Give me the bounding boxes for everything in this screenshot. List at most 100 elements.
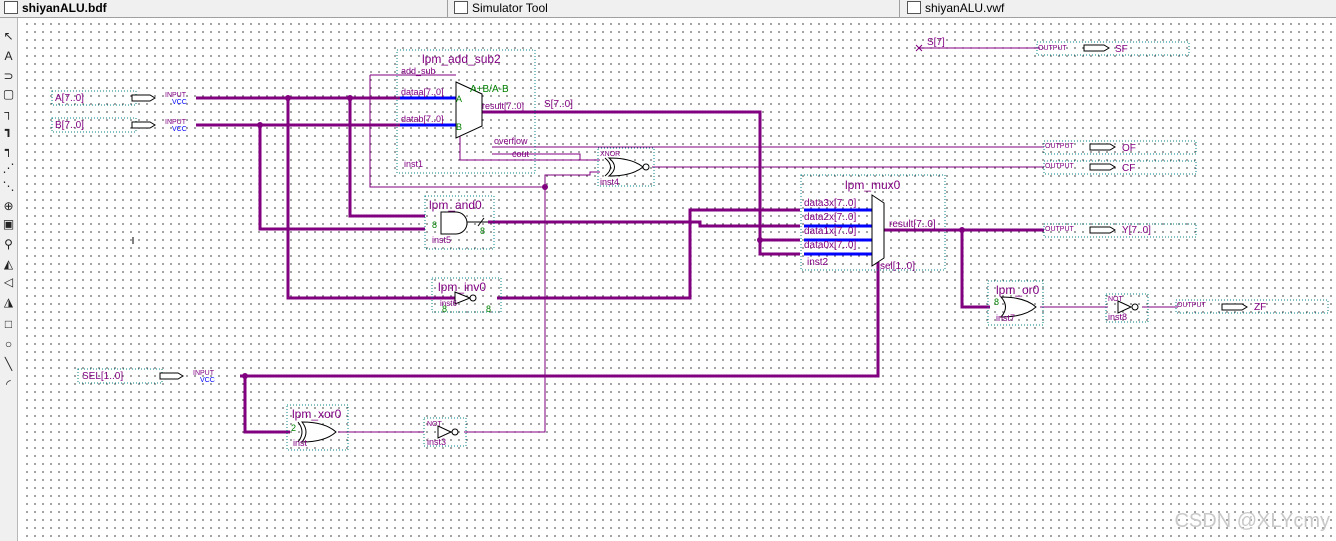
partial-line-select-icon[interactable]: ⋱ bbox=[2, 179, 15, 193]
text-tool-icon[interactable]: A bbox=[4, 49, 13, 63]
oval-tool-icon[interactable]: ○ bbox=[4, 337, 13, 351]
input-pin-arrow-icon bbox=[131, 94, 156, 102]
orthogonal-node-tool-icon[interactable]: ┐ bbox=[4, 105, 13, 119]
block-frame bbox=[1105, 293, 1149, 323]
pin-frame bbox=[1043, 160, 1197, 175]
port-sel: sel[1..0] bbox=[880, 261, 915, 272]
instance-name: inst5 bbox=[432, 235, 451, 245]
output-width: 8 bbox=[486, 304, 491, 314]
block-frame bbox=[800, 174, 946, 271]
input-pin-a[interactable]: A[7..0] INPUT VCC bbox=[51, 90, 187, 106]
input-width: 2 bbox=[291, 423, 296, 433]
block-title: lpm_and0 bbox=[429, 198, 482, 212]
inverter-icon bbox=[454, 291, 472, 305]
arc-tool-icon[interactable]: ◜ bbox=[6, 377, 11, 391]
selection-tool-icon[interactable]: ↖ bbox=[3, 29, 14, 43]
gate-type: NOT bbox=[427, 421, 443, 428]
pin-name: CF bbox=[1122, 163, 1135, 174]
pin-type: INPUT bbox=[165, 92, 187, 99]
port-result: result[7..0] bbox=[482, 101, 524, 111]
port-dataa: dataa[7..0] bbox=[401, 87, 444, 97]
instance-name: inst3 bbox=[427, 437, 446, 447]
not-gate-inst8[interactable]: NOT inst8 bbox=[1105, 293, 1149, 323]
full-screen-icon[interactable]: ▣ bbox=[2, 217, 15, 231]
pin-name: ZF bbox=[1254, 302, 1266, 313]
gate-type: NOT bbox=[1108, 296, 1124, 303]
output-pin-of[interactable]: OUTPUT OF bbox=[1043, 140, 1197, 155]
find-icon[interactable]: ⚲ bbox=[4, 237, 13, 251]
instance-name: inst8 bbox=[1108, 312, 1127, 322]
tab-shiyanalu-bdf[interactable]: shiyanALU.bdf bbox=[4, 0, 107, 17]
lpm-mux-block[interactable]: lpm_mux0 data3x[7..0] data2x[7..0] data1… bbox=[800, 174, 946, 272]
xnor-gate[interactable]: XNOR inst4 bbox=[597, 147, 655, 187]
output-pin-cf[interactable]: OUTPUT CF bbox=[1043, 160, 1197, 175]
rectangle-tool-icon[interactable]: □ bbox=[4, 317, 13, 331]
symbol-tool-icon[interactable]: ⊃ bbox=[3, 69, 14, 83]
junction-dots bbox=[242, 95, 965, 379]
tab-shiyanalu-vwf[interactable]: shiyanALU.vwf bbox=[907, 0, 1004, 17]
pin-frame bbox=[1175, 299, 1329, 314]
lpm-and-gate[interactable]: lpm_and0 8 8 inst5 bbox=[424, 195, 495, 250]
rotate-icon[interactable]: ◮ bbox=[3, 295, 14, 309]
pin-name: B[7..0] bbox=[55, 120, 84, 131]
output-pin-sf[interactable]: OUTPUT SF bbox=[1036, 41, 1190, 56]
block-frame bbox=[424, 195, 495, 250]
block-tool-icon[interactable]: ▢ bbox=[2, 87, 15, 101]
line-tool-icon[interactable]: ╲ bbox=[4, 357, 13, 371]
tab-divider bbox=[447, 0, 448, 17]
simulator-icon bbox=[454, 1, 468, 14]
port-data2x: data2x[7..0] bbox=[804, 212, 856, 223]
lpm-or-gate[interactable]: lpm_or0 8 inst7 bbox=[987, 280, 1044, 326]
pin-type: INPUT bbox=[165, 119, 187, 126]
tab-simulator-tool[interactable]: Simulator Tool bbox=[454, 0, 548, 17]
tab-label: Simulator Tool bbox=[472, 1, 548, 15]
input-pin-sel[interactable]: SEL[1..0] INPUT VCC bbox=[77, 368, 215, 384]
output-pin-arrow-icon bbox=[1083, 44, 1110, 52]
pin-name: SEL[1..0] bbox=[82, 371, 123, 382]
pin-type: OUTPUT bbox=[1045, 163, 1075, 170]
block-title: lpm_xor0 bbox=[292, 407, 342, 421]
lpm-xor-gate[interactable]: lpm_xor0 2 inst bbox=[286, 404, 349, 451]
output-pin-zf[interactable]: OUTPUT ZF bbox=[1175, 299, 1329, 314]
flip-horizontal-icon[interactable]: ◭ bbox=[3, 257, 14, 271]
output-pin-y[interactable]: OUTPUT Y[7..0] bbox=[1043, 223, 1197, 238]
output-width: 8 bbox=[480, 226, 485, 236]
port-data1x: data1x[7..0] bbox=[804, 226, 856, 237]
tab-divider bbox=[899, 0, 900, 17]
conduit-tool-icon[interactable]: ┑ bbox=[4, 143, 13, 157]
pin-frame bbox=[1043, 223, 1197, 238]
schematic-canvas[interactable] bbox=[21, 18, 1336, 541]
input-width: 8 bbox=[442, 304, 447, 314]
block-frame bbox=[431, 277, 502, 313]
lpm-add-sub-block[interactable]: lpm_add_sub2 add_sub dataa[7..0] datab[7… bbox=[396, 49, 536, 174]
or-gate-icon bbox=[999, 296, 1037, 318]
pin-default: VCC bbox=[172, 99, 187, 106]
pin-name: A[7..0] bbox=[55, 93, 84, 104]
not-gate-icon bbox=[437, 425, 453, 439]
pin-name: Y[7..0] bbox=[1122, 225, 1151, 236]
port-a-label: A bbox=[456, 94, 462, 104]
tab-label: shiyanALU.vwf bbox=[925, 1, 1005, 15]
not-gate-icon bbox=[1117, 300, 1133, 314]
rubberbanding-icon[interactable]: ⋰ bbox=[2, 161, 15, 175]
net-label-s7: S[7] bbox=[915, 37, 945, 52]
instance-name: inst7 bbox=[996, 313, 1015, 323]
gate-type: XNOR bbox=[600, 151, 620, 158]
orthogonal-bus-tool-icon[interactable]: ┓ bbox=[4, 123, 13, 137]
block-title: lpm_mux0 bbox=[845, 178, 901, 192]
input-pin-b[interactable]: B[7..0] INPUT VCC bbox=[51, 117, 187, 133]
xnor-gate-icon bbox=[607, 157, 644, 177]
instance-name: inst6 bbox=[440, 299, 457, 308]
block-frame bbox=[286, 404, 349, 451]
lpm-inv-gate[interactable]: lpm_inv0 inst6 8 8 bbox=[431, 277, 502, 314]
flip-vertical-icon[interactable]: ◁ bbox=[3, 275, 14, 289]
port-result: result[7..0] bbox=[889, 219, 936, 230]
not-gate-inst3[interactable]: NOT inst3 bbox=[423, 417, 467, 447]
port-datab: datab[7..0] bbox=[401, 114, 444, 124]
mux-symbol-icon bbox=[871, 194, 885, 267]
instance-name: inst bbox=[293, 438, 308, 448]
pin-name: SF bbox=[1115, 44, 1128, 55]
input-pin-arrow-icon bbox=[159, 372, 184, 380]
zoom-tool-icon[interactable]: ⊕ bbox=[3, 199, 14, 213]
